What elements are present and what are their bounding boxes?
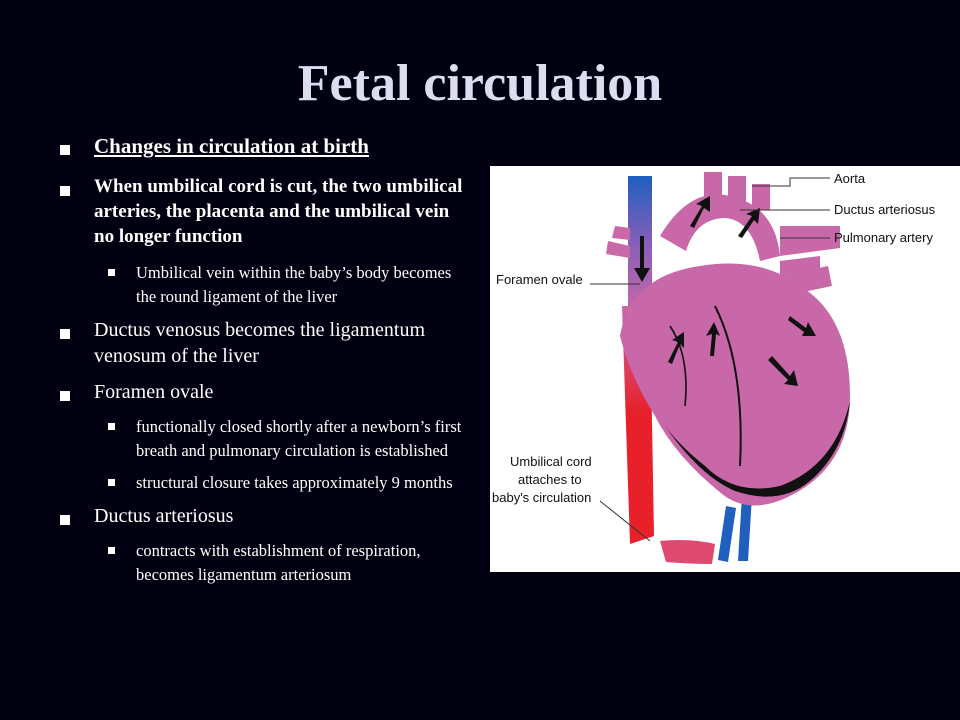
umbilical-junction xyxy=(660,540,715,564)
umbilical-artery-2 xyxy=(718,506,736,562)
label-umbilical-3: baby's circulation xyxy=(492,490,591,505)
bullet-fo-structural: structural closure takes approximately 9… xyxy=(58,471,468,495)
bullet-fo-functional-text: functionally closed shortly after a newb… xyxy=(136,417,462,460)
flow-arrows xyxy=(634,196,816,386)
umbilical-artery-1 xyxy=(738,496,752,561)
bullet-umbilical-vein: Umbilical vein within the baby’s body be… xyxy=(58,261,468,309)
aortic-arch xyxy=(660,194,780,261)
bullet-da-contracts: contracts with establishment of respirat… xyxy=(58,539,468,587)
bullet-cord-cut: When umbilical cord is cut, the two umbi… xyxy=(58,174,468,249)
aortic-branch-1 xyxy=(704,172,722,202)
label-umbilical-1: Umbilical cord xyxy=(510,454,592,469)
flow-arrow xyxy=(634,236,650,282)
bullet-heading-text: Changes in circulation at birth xyxy=(94,134,369,158)
bullet-da-contracts-text: contracts with establishment of respirat… xyxy=(136,541,421,584)
umbilical-leader xyxy=(599,500,651,542)
aortic-branch-2 xyxy=(728,176,746,202)
label-pulmonary-artery: Pulmonary artery xyxy=(834,230,933,245)
atrial-wall xyxy=(669,325,687,407)
flow-arrow xyxy=(788,316,816,336)
septum xyxy=(714,305,742,467)
pulmonary-branch-upper xyxy=(780,226,840,256)
flow-arrow xyxy=(768,356,798,386)
flow-arrow xyxy=(738,208,760,238)
label-umbilical-2: attaches to xyxy=(518,472,582,487)
bullet-foramen-ovale-text: Foramen ovale xyxy=(94,381,214,403)
label-foramen-ovale: Foramen ovale xyxy=(496,272,583,287)
heart-shadow xyxy=(665,401,850,497)
flow-arrow xyxy=(706,322,720,356)
bullet-ductus-arteriosus-text: Ductus arteriosus xyxy=(94,505,234,527)
fetal-heart-diagram: Aorta Ductus arteriosus Pulmonary artery… xyxy=(490,166,960,572)
slide-title: Fetal circulation xyxy=(297,55,663,112)
bullet-ductus-venosus-text: Ductus venosus becomes the ligamentum ve… xyxy=(94,319,426,367)
label-leaders xyxy=(590,177,830,542)
aorta-leader xyxy=(752,177,830,187)
bullet-fo-structural-text: structural closure takes approximately 9… xyxy=(136,473,453,492)
flow-arrow xyxy=(668,332,684,364)
bullet-ductus-arteriosus: Ductus arteriosus xyxy=(58,503,468,529)
bullet-cord-cut-text: When umbilical cord is cut, the two umbi… xyxy=(94,176,463,247)
bullet-ductus-venosus: Ductus venosus becomes the ligamentum ve… xyxy=(58,317,468,369)
bullet-umbilical-vein-text: Umbilical vein within the baby’s body be… xyxy=(136,263,452,306)
flow-arrow xyxy=(690,196,710,228)
bullet-foramen-ovale: Foramen ovale xyxy=(58,379,468,405)
label-ductus-arteriosus: Ductus arteriosus xyxy=(834,202,936,217)
bullet-fo-functional: functionally closed shortly after a newb… xyxy=(58,415,468,463)
label-aorta: Aorta xyxy=(834,171,866,186)
branch-left-mid xyxy=(606,241,630,258)
aortic-branch-3 xyxy=(752,184,770,210)
bullet-heading: Changes in circulation at birth xyxy=(58,133,468,159)
branch-left-upper xyxy=(612,226,630,240)
heart-body xyxy=(620,263,850,506)
heart-illustration: Aorta Ductus arteriosus Pulmonary artery… xyxy=(492,171,936,564)
